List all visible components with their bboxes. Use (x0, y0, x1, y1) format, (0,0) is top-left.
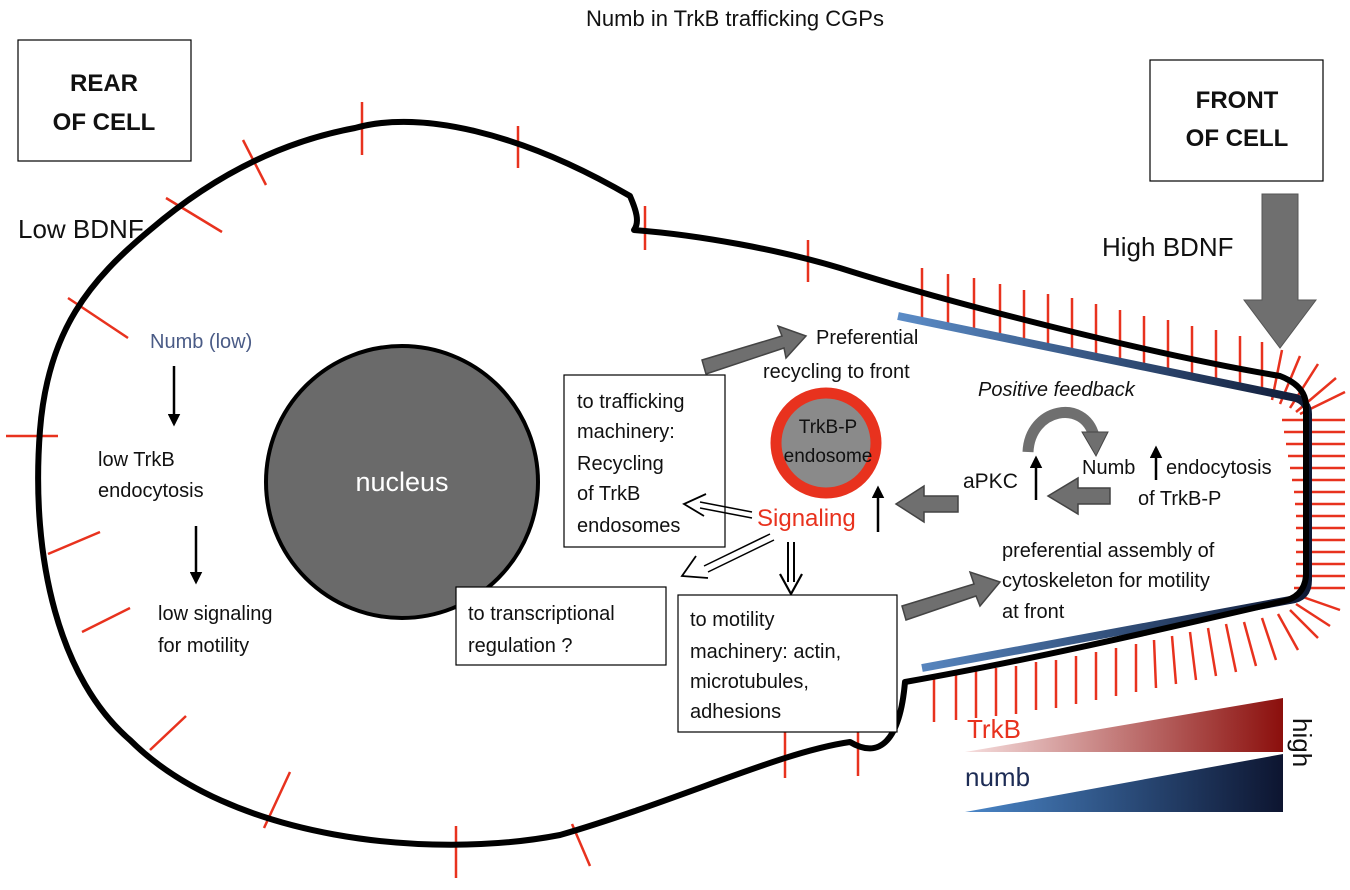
legend-trkb-label: TrkB (967, 714, 1021, 744)
rear-of-cell-box: REAR OF CELL (17, 39, 192, 162)
trkb-gradient-wedge (965, 698, 1283, 752)
trafficking-line2: machinery: (577, 421, 675, 443)
low-signaling-line1: low signaling (158, 603, 273, 625)
front-label-line2: OF CELL (1186, 125, 1289, 152)
front-of-cell-box: FRONT OF CELL (1149, 59, 1324, 182)
rear-label-line2: OF CELL (53, 109, 156, 136)
arrow-to-cytoskeleton-assembly (901, 570, 1002, 621)
nucleus-label: nucleus (355, 467, 448, 497)
motility-line4: adhesions (690, 701, 781, 723)
cell-membrane-outline (35, 118, 1309, 848)
low-trkb-endocytosis-line1: low TrkB (98, 449, 175, 471)
endocytosis-trkbp-line2: of TrkB-P (1138, 488, 1221, 510)
gradient-legend: TrkB numb high (965, 698, 1317, 812)
endosome-label-line2: endosome (784, 446, 873, 467)
arrow-signaling-to-transcription (680, 533, 775, 579)
trafficking-line1: to trafficking (577, 391, 684, 413)
cytoskeleton-line2: cytoskeleton for motility (1002, 570, 1210, 592)
transcriptional-line2: regulation ? (468, 635, 573, 657)
cytoskeleton-line3: at front (1002, 601, 1065, 623)
legend-high-label: high (1287, 718, 1317, 767)
motility-machinery-box: to motility machinery: actin, microtubul… (677, 594, 898, 733)
cytoskeleton-line1: preferential assembly of (1002, 540, 1215, 562)
diagram-title: Numb in TrkB trafficking CGPs (586, 6, 884, 31)
low-bdnf-label: Low BDNF (18, 214, 144, 244)
arrow-signaling-to-trafficking (682, 493, 753, 519)
low-signaling-line2: for motility (158, 635, 249, 657)
numb-label: Numb (1082, 457, 1135, 479)
motility-line2: machinery: actin, (690, 641, 841, 663)
trkb-p-endosome: TrkB-P endosome (770, 387, 882, 499)
preferential-recycling-line2: recycling to front (763, 361, 910, 383)
high-bdnf-arrow (1243, 193, 1317, 349)
preferential-recycling-line1: Preferential (816, 327, 918, 349)
transcriptional-regulation-box: to transcriptional regulation ? (455, 586, 667, 666)
signaling-label: Signaling (757, 505, 856, 532)
motility-line3: microtubules, (690, 671, 809, 693)
positive-feedback-arrow (1022, 407, 1109, 458)
arrow-numb-to-apkc (1046, 476, 1111, 516)
high-bdnf-label: High BDNF (1102, 232, 1233, 262)
numb-low-label: Numb (low) (150, 331, 252, 353)
transcriptional-line1: to transcriptional (468, 603, 615, 625)
rear-label-line1: REAR (70, 70, 138, 97)
positive-feedback-label: Positive feedback (978, 379, 1136, 401)
endocytosis-trkbp-line1: endocytosis (1166, 457, 1272, 479)
arrow-apkc-to-signaling (894, 484, 959, 524)
trafficking-machinery-box: to trafficking machinery: Recycling of T… (563, 374, 726, 548)
motility-line1: to motility (690, 609, 774, 631)
apkc-label: aPKC (963, 470, 1018, 493)
nucleus: nucleus (264, 344, 540, 620)
legend-numb-label: numb (965, 762, 1030, 792)
numb-gradient-wedge (965, 754, 1283, 812)
arrow-signaling-to-motility (779, 542, 803, 597)
trafficking-line4: of TrkB (577, 483, 640, 505)
low-trkb-endocytosis-line2: endocytosis (98, 480, 204, 502)
trafficking-line3: Recycling (577, 453, 664, 475)
front-label-line1: FRONT (1196, 87, 1279, 114)
arrow-to-preferential-recycling (701, 324, 808, 375)
trafficking-line5: endosomes (577, 515, 680, 537)
endosome-label-line1: TrkB-P (799, 417, 857, 438)
